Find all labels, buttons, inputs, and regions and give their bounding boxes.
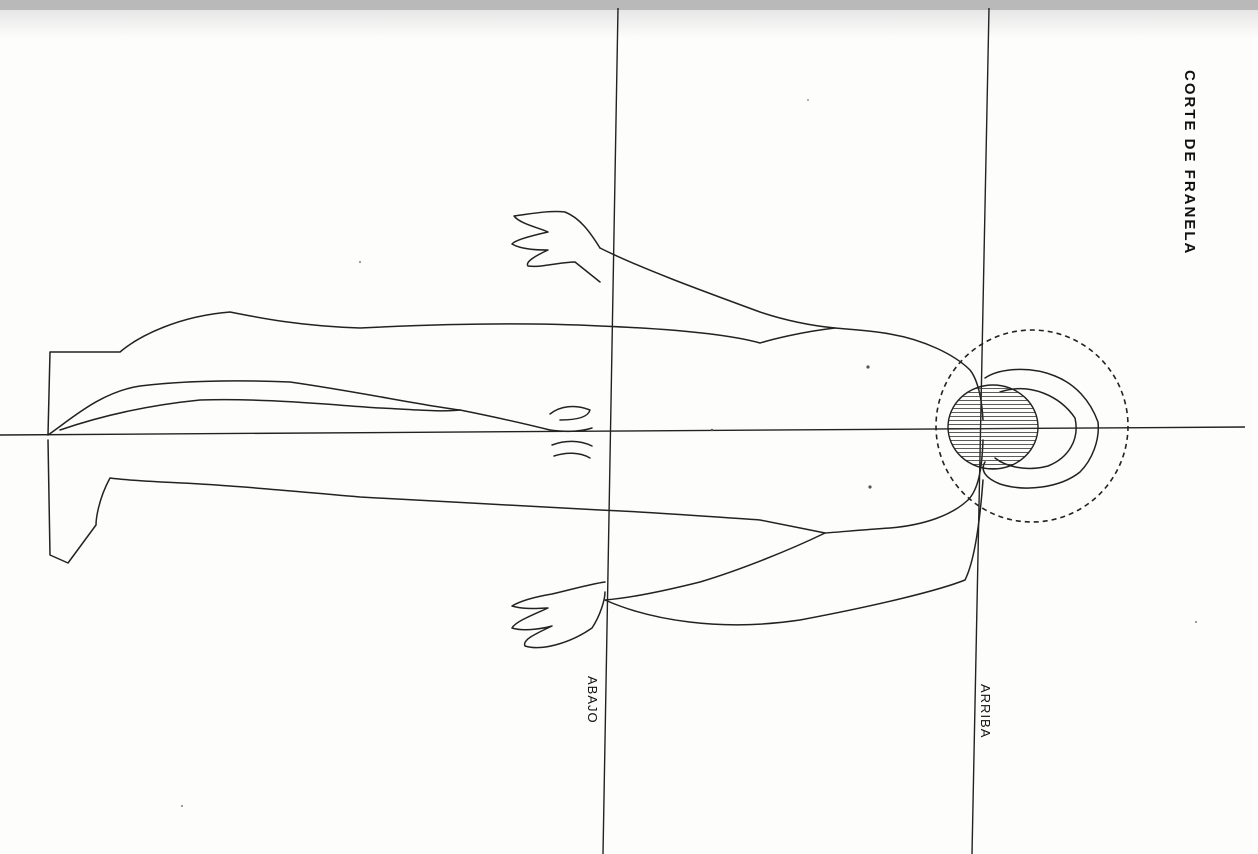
- upper-guide-label: ARRIBA: [978, 684, 993, 738]
- hatched-head-section: [948, 385, 1038, 469]
- paper-specks: [181, 99, 1197, 807]
- center-axis-line: [0, 427, 1245, 435]
- diagram-title: CORTE DE FRANELA: [1181, 70, 1198, 255]
- lower-guide-label: ABAJO: [585, 676, 600, 724]
